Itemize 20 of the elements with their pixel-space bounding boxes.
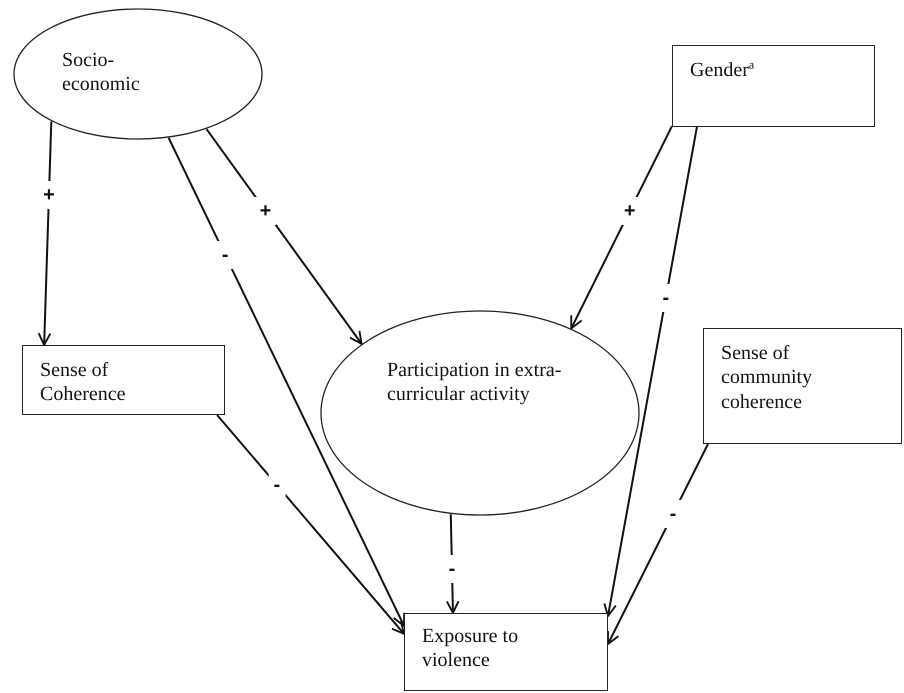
edge-label: + <box>618 197 641 226</box>
arrow <box>168 138 406 627</box>
arrow <box>216 414 405 635</box>
box-node <box>672 45 875 127</box>
ellipse-node <box>320 310 640 516</box>
box-node <box>703 328 902 444</box>
edge-label: - <box>216 241 234 270</box>
edge-label: - <box>664 500 682 528</box>
node-label: Participation in extra-curricular activity <box>387 358 562 407</box>
node-label: Socio-economic <box>62 48 141 97</box>
edge-label: + <box>254 196 276 225</box>
box-node <box>404 613 608 691</box>
node-label: Sense of Coherence <box>40 358 127 407</box>
node-label: Gender$^{a}$ <box>690 58 756 82</box>
node-label: Exposure to violence <box>422 624 520 673</box>
arrow <box>603 126 698 617</box>
ellipse-node <box>13 8 263 140</box>
box-node <box>22 345 225 415</box>
arrow <box>38 122 52 346</box>
node-label: Sense of community coherence <box>721 341 814 414</box>
